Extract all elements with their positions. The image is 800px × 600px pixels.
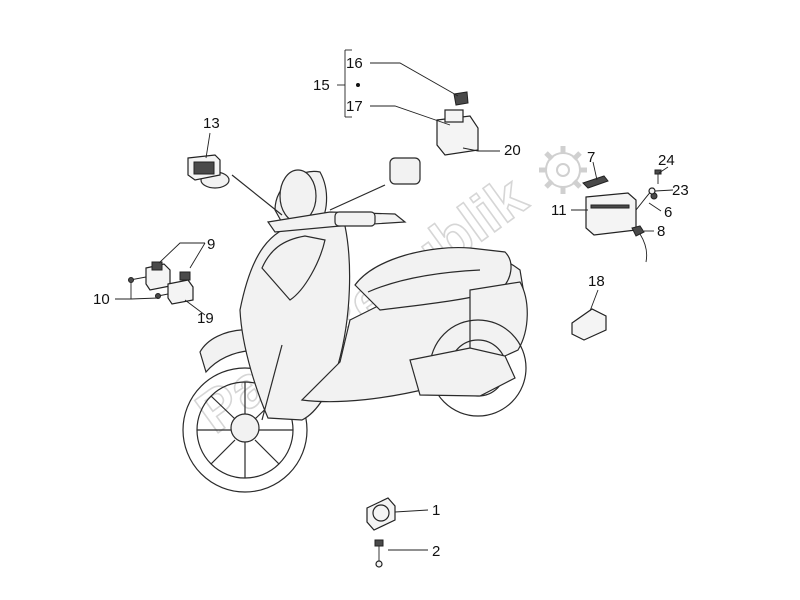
- part-1-horn: [366, 497, 396, 531]
- part-10-screws: [128, 276, 169, 299]
- part-9-relay: [145, 261, 171, 291]
- part-16-fuse: [453, 91, 469, 106]
- callout-10: 10: [93, 291, 110, 308]
- leader-lines: [115, 49, 674, 551]
- callout-15: 15: [313, 77, 330, 94]
- callout-9: 9: [207, 236, 215, 253]
- callout-20: 20: [504, 142, 521, 159]
- gear-icon: [539, 146, 587, 194]
- callout-23: 23: [672, 182, 689, 199]
- callout-24: 24: [658, 152, 675, 169]
- callout-7: 7: [587, 149, 595, 166]
- scooter-illustration: [182, 157, 528, 493]
- callout-1: 1: [432, 502, 440, 519]
- part-18-relay: [571, 308, 607, 341]
- part-8-vent: [631, 225, 648, 263]
- part-23-nut: [648, 187, 656, 195]
- callout-11: 11: [551, 202, 567, 219]
- callout-labels: 1 2 6 7 8 9 10 11 13 15 16 17 18 19 20 2…: [93, 55, 689, 560]
- callout-13: 13: [203, 115, 220, 132]
- part-11-battery: [585, 192, 637, 236]
- callout-6: 6: [664, 204, 672, 221]
- callout-2: 2: [432, 543, 440, 560]
- part-19-relay: [167, 271, 194, 305]
- callout-18: 18: [588, 273, 605, 290]
- part-17-relay: [436, 109, 479, 156]
- part-13-relay: [187, 154, 221, 181]
- callout-19: 19: [197, 310, 214, 327]
- part-7-strap: [582, 175, 609, 189]
- callout-16: 16: [346, 55, 363, 72]
- parts: [128, 91, 662, 568]
- callout-8: 8: [657, 223, 665, 240]
- part-2-screw: [374, 539, 384, 568]
- callout-17: 17: [346, 98, 363, 115]
